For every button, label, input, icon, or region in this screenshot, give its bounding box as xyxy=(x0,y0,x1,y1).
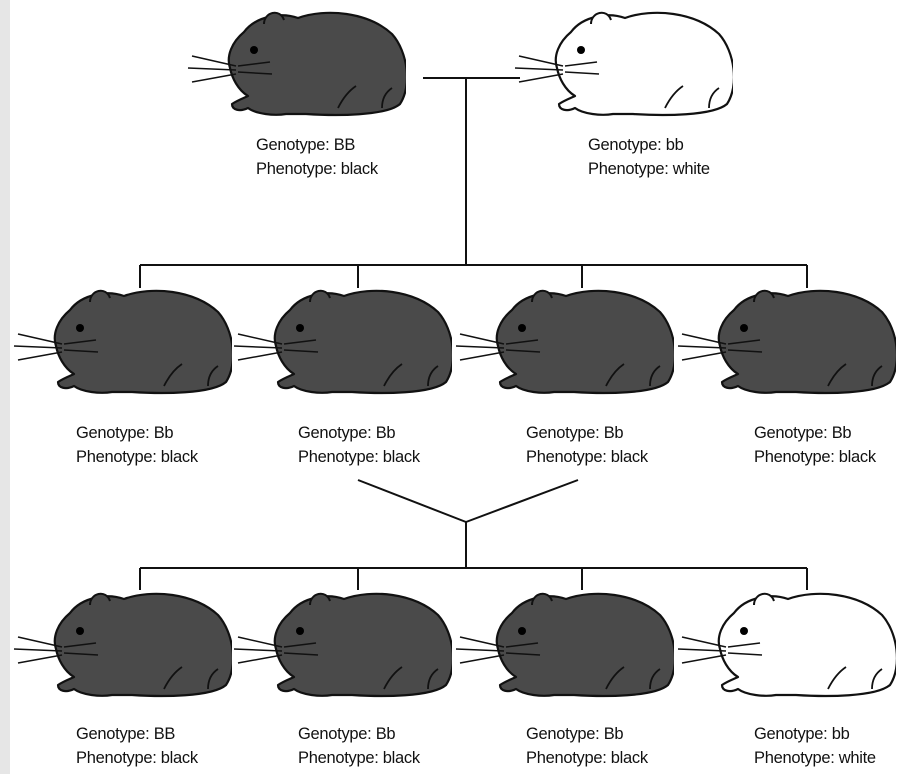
guinea-pig-icon-f1-2 xyxy=(232,282,452,397)
f2-3-label: Genotype: Bb Phenotype: black xyxy=(526,722,756,770)
diagram-panel: Genotype: BB Phenotype: black Genotype: … xyxy=(10,0,901,774)
f1-4-phenotype: Phenotype: black xyxy=(754,448,876,466)
guinea-pig-icon-f1-4 xyxy=(676,282,896,397)
guinea-pig-icon-parent-2 xyxy=(513,4,733,119)
parent-1-phenotype: Phenotype: black xyxy=(256,160,378,178)
f1-4-genotype: Genotype: Bb xyxy=(754,424,852,442)
f1-2-phenotype: Phenotype: black xyxy=(298,448,420,466)
f2-1-label: Genotype: BB Phenotype: black xyxy=(76,722,306,770)
f2-1-genotype: Genotype: BB xyxy=(76,725,176,743)
parent-2-phenotype: Phenotype: white xyxy=(588,160,710,178)
f2-3-genotype: Genotype: Bb xyxy=(526,725,624,743)
guinea-pig-icon-f2-4 xyxy=(676,585,896,700)
f1-2-label: Genotype: Bb Phenotype: black xyxy=(298,421,528,469)
f1-cross-right xyxy=(465,479,579,523)
f1-cross-left xyxy=(357,479,467,523)
f2-2-label: Genotype: Bb Phenotype: black xyxy=(298,722,528,770)
parent-1-genotype: Genotype: BB xyxy=(256,136,356,154)
f1-2-genotype: Genotype: Bb xyxy=(298,424,396,442)
f1-3-genotype: Genotype: Bb xyxy=(526,424,624,442)
f2-4-label: Genotype: bb Phenotype: white xyxy=(754,722,901,770)
f2-2-genotype: Genotype: Bb xyxy=(298,725,396,743)
guinea-pig-icon-f2-3 xyxy=(454,585,674,700)
pedigree-lines xyxy=(139,77,808,590)
parent-2-genotype: Genotype: bb xyxy=(588,136,684,154)
f2-4-phenotype: Phenotype: white xyxy=(754,749,876,767)
f2-1-phenotype: Phenotype: black xyxy=(76,749,198,767)
f1-1-genotype: Genotype: Bb xyxy=(76,424,174,442)
parent-2-label: Genotype: bb Phenotype: white xyxy=(588,133,818,181)
f1-3-phenotype: Phenotype: black xyxy=(526,448,648,466)
f1-4-label: Genotype: Bb Phenotype: black xyxy=(754,421,901,469)
f1-1-label: Genotype: Bb Phenotype: black xyxy=(76,421,306,469)
guinea-pig-icon-f2-1 xyxy=(12,585,232,700)
guinea-pig-icon-parent-1 xyxy=(186,4,406,119)
f2-3-phenotype: Phenotype: black xyxy=(526,749,648,767)
guinea-pig-icon-f2-2 xyxy=(232,585,452,700)
f2-2-phenotype: Phenotype: black xyxy=(298,749,420,767)
parent-1-label: Genotype: BB Phenotype: black xyxy=(256,133,486,181)
guinea-pig-icon-f1-1 xyxy=(12,282,232,397)
f2-4-genotype: Genotype: bb xyxy=(754,725,850,743)
f1-3-label: Genotype: Bb Phenotype: black xyxy=(526,421,756,469)
f1-1-phenotype: Phenotype: black xyxy=(76,448,198,466)
guinea-pig-icon-f1-3 xyxy=(454,282,674,397)
